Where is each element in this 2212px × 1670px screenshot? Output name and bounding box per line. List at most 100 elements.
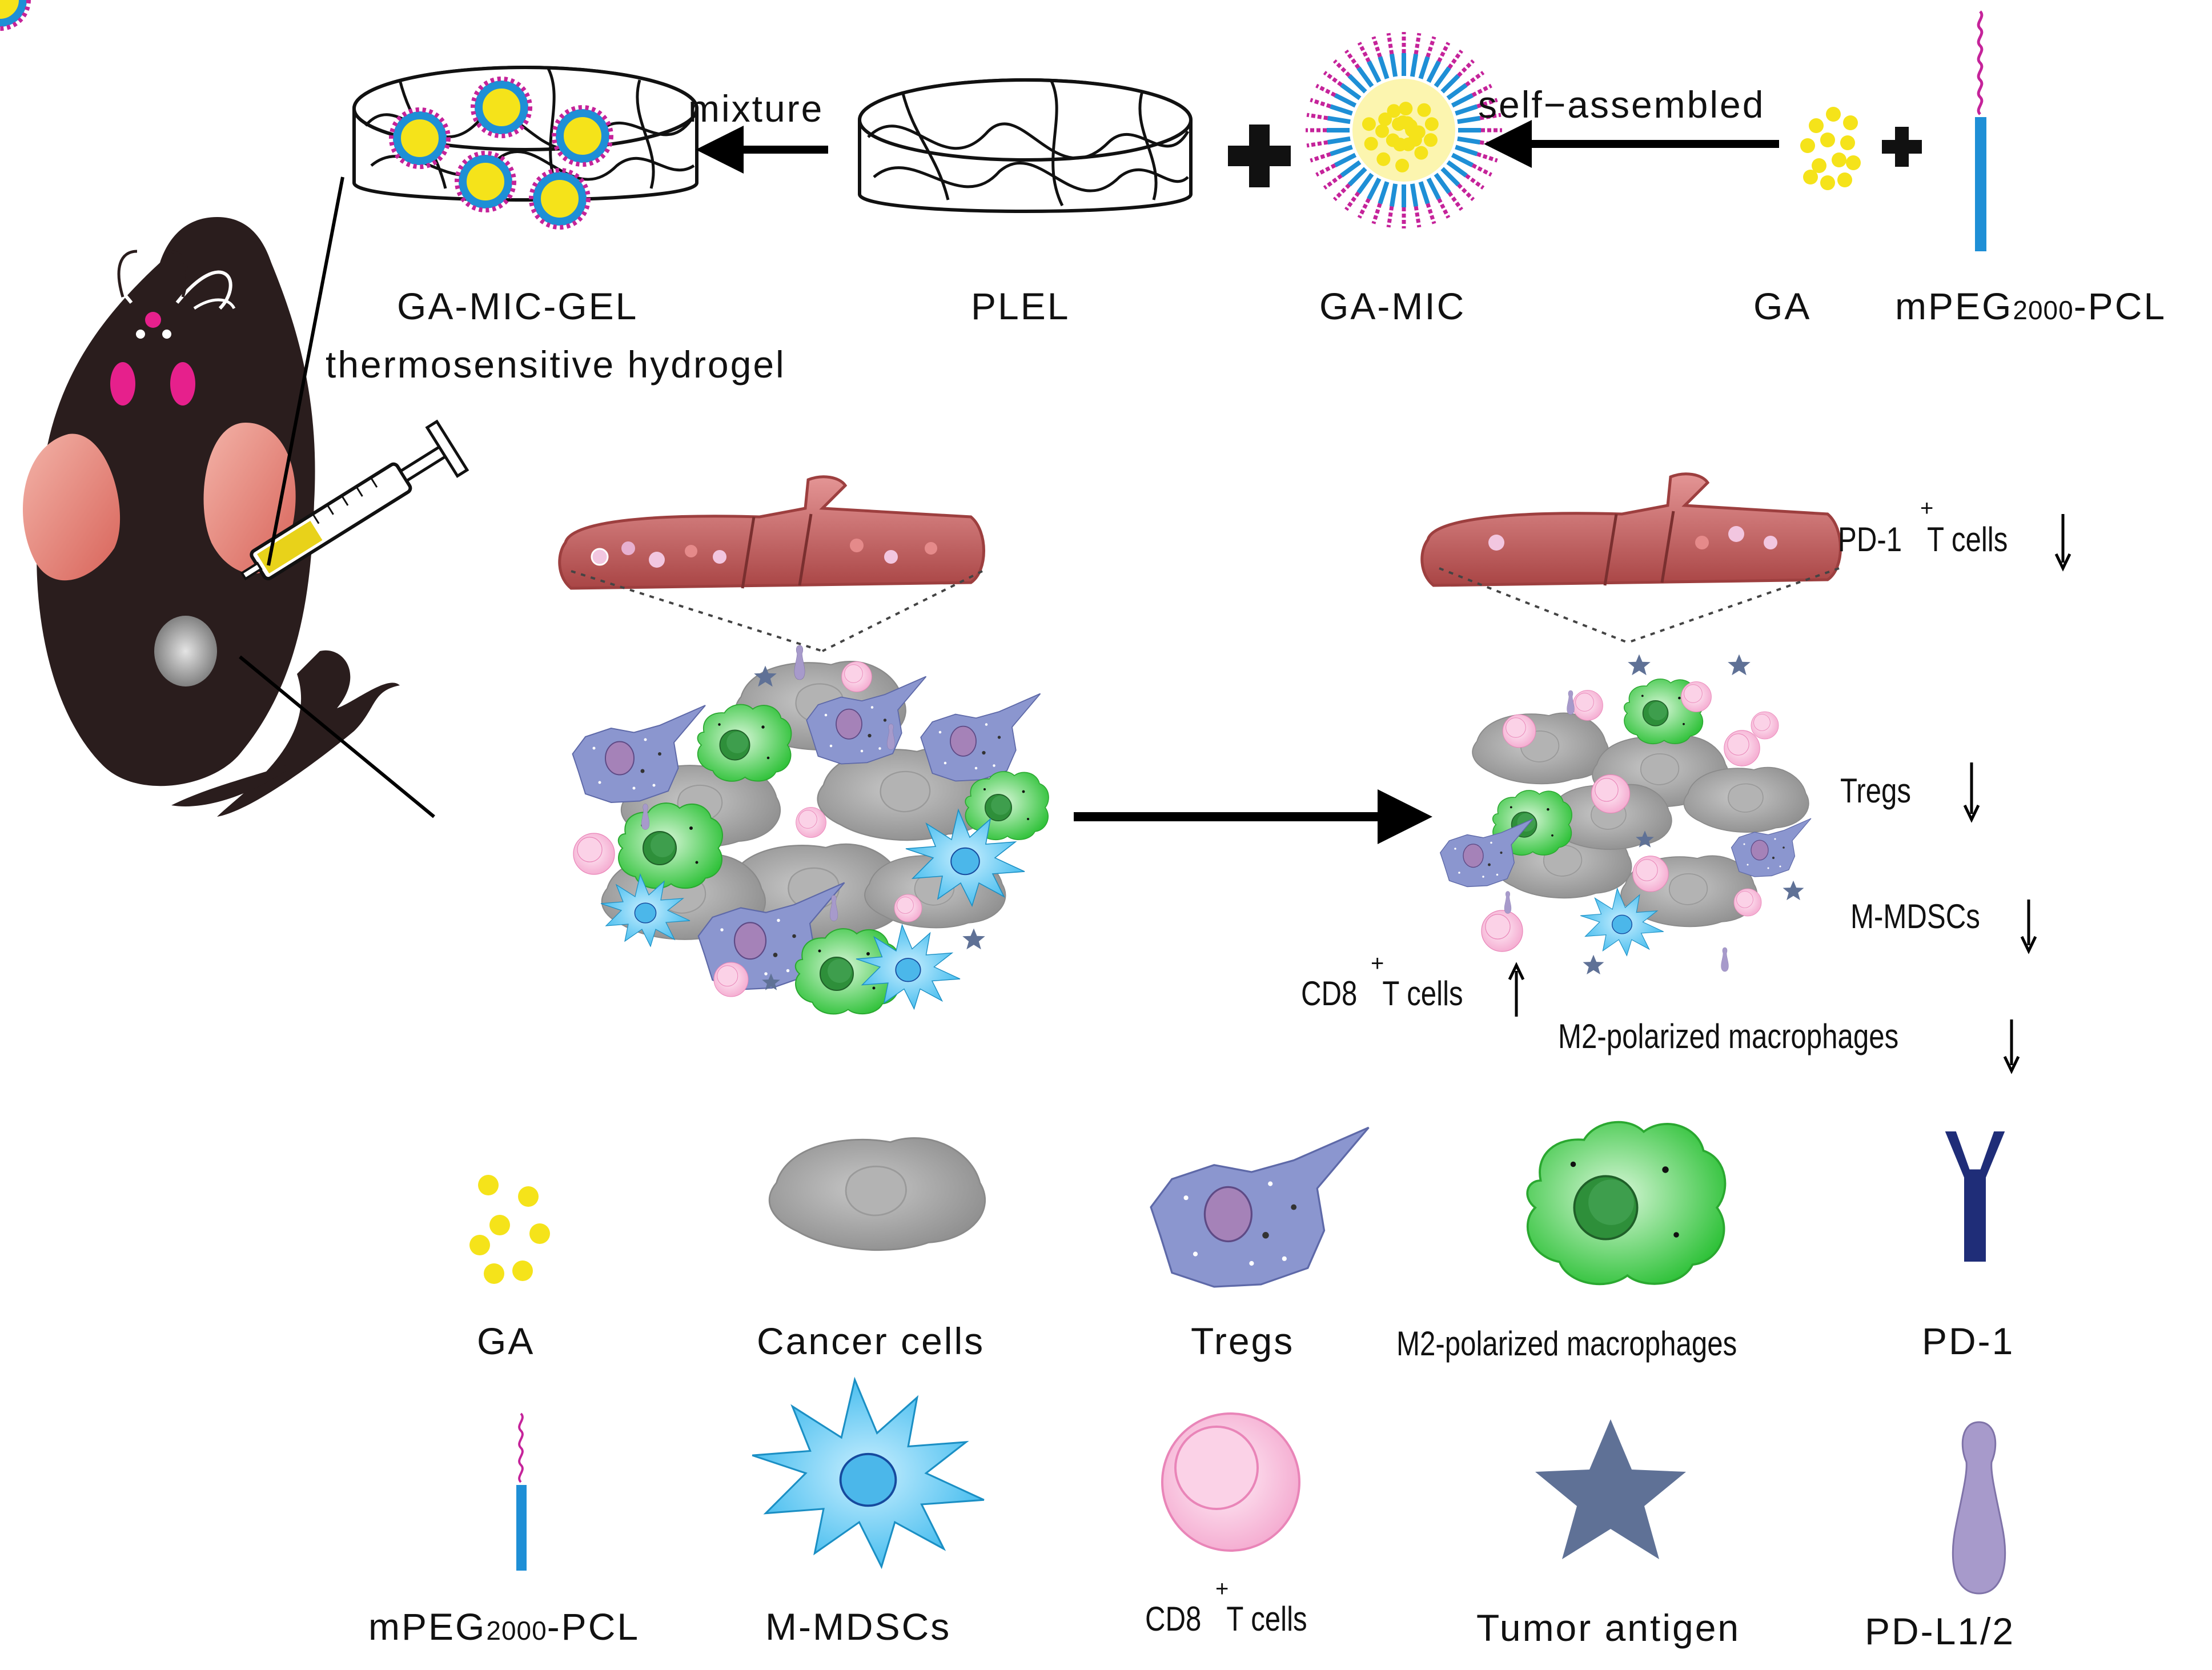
gel-label: GA-MIC-GEL [397, 285, 639, 327]
micelle-peg-segment [1357, 42, 1371, 63]
micelle-pcl-segment [1426, 60, 1441, 83]
micelle-pcl-segment [1455, 144, 1478, 156]
micelle-peg-segment [1315, 163, 1336, 177]
micelle-icon [1306, 32, 1502, 228]
micelle-peg-segment [1476, 152, 1498, 163]
legend-cancer-label: Cancer cells [757, 1320, 985, 1362]
micelle-pcl-segment [1334, 152, 1357, 167]
ga-dot [1820, 133, 1835, 147]
ga-dot [1837, 172, 1852, 187]
micelle-peg-segment [1310, 152, 1331, 163]
pd1-tcells-sup: + [1920, 496, 1934, 521]
ga-dot [1820, 175, 1835, 190]
polymer-label: mPEG2000-PCL [1895, 285, 2167, 327]
micelle-peg-segment [1371, 203, 1382, 224]
plus-icon [1228, 125, 1291, 187]
ga-dot [1411, 125, 1426, 139]
micelle-peg-segment [1476, 98, 1498, 109]
micelle-pcl-segment [1446, 83, 1468, 101]
mic-label: GA-MIC [1319, 285, 1466, 327]
micelle-peg-segment [1344, 191, 1360, 211]
micelle-pcl-segment [1356, 172, 1374, 194]
micelle-pcl-segment [1378, 56, 1390, 79]
ga-dot [469, 1235, 490, 1255]
blood-vessel-right [1420, 472, 1842, 587]
micelle-peg-segment [1465, 71, 1485, 87]
ga-dot [1364, 137, 1378, 151]
micelle-peg-segment [1357, 198, 1371, 219]
legend-pdl-label: PD-L1/2 [1865, 1610, 2016, 1652]
micelle-pcl-segment [1410, 183, 1419, 207]
micelle-pcl-segment [1389, 54, 1398, 77]
ga-dot [1846, 155, 1861, 170]
micelle-pcl-segment [1434, 172, 1451, 194]
legend-polymer-label: mPEG2000-PCL [368, 1605, 640, 1648]
plel-dish-icon [858, 78, 1193, 213]
legend-treg-icon [1150, 1126, 1370, 1288]
micelle-pcl-segment [1410, 54, 1419, 77]
micelle-peg-segment [1456, 183, 1475, 202]
ga-dot [478, 1175, 499, 1195]
connector-line [267, 176, 344, 566]
micelle-pcl-segment [1418, 181, 1430, 204]
micelle-pcl-segment [1340, 160, 1362, 178]
ga-dot [1812, 158, 1826, 173]
plel-label: PLEL [971, 285, 1070, 327]
micelle-pcl-segment [1327, 136, 1351, 145]
micelle-pcl-segment [1367, 60, 1382, 83]
trend-arrows [1508, 514, 2072, 1074]
micelle-pcl-segment [1418, 56, 1430, 79]
tumor-microenvironment-after [1440, 654, 1812, 975]
micelle-peg-segment [1371, 36, 1382, 58]
micelle-peg-segment [1479, 113, 1502, 121]
ga-dot [1414, 146, 1428, 160]
micelle-pcl-segment [1451, 93, 1474, 108]
self-assembled-label: self−assembled [1478, 83, 1765, 126]
ga-dot [489, 1215, 510, 1235]
ga-dot [1376, 152, 1391, 166]
ga-dot [1832, 152, 1846, 167]
legend-cancer-icon [768, 1137, 986, 1251]
micelle-pcl-segment [1356, 66, 1374, 88]
ga-dot [529, 1223, 550, 1244]
micelle-peg-segment [1471, 83, 1492, 97]
legend-antigen-icon [1535, 1419, 1686, 1559]
tregs-effect-label: Tregs [1840, 772, 1911, 810]
micelle-pcl-segment [1347, 74, 1367, 94]
mixture-label: mixture [688, 87, 824, 130]
micelle-pcl-segment [1340, 83, 1362, 101]
micelle-peg-segment [1414, 33, 1422, 55]
syringe-icon [240, 419, 469, 581]
micelle-pcl-segment [1455, 104, 1478, 116]
micelle-peg-segment [1344, 49, 1360, 69]
legend-ga-icon [469, 1175, 550, 1284]
micelle-pcl-segment [1367, 177, 1382, 200]
micelle-peg-segment [1437, 42, 1451, 63]
micelle-pcl-segment [1434, 66, 1451, 88]
legend-macrophage-icon [1526, 1121, 1727, 1286]
micelle-peg-segment [1386, 206, 1394, 228]
legend-polymer-icon [516, 1412, 527, 1571]
legend-antigen-label: Tumor antigen [1476, 1607, 1741, 1649]
micelle-peg-segment [1323, 174, 1343, 190]
micelle-pcl-segment [1440, 167, 1460, 187]
legend-macrophage-label: M2-polarized macrophages [1396, 1324, 1737, 1363]
micelle-peg-segment [1332, 183, 1351, 202]
ga-dot [1800, 138, 1815, 153]
mmdscs-effect-label: M-MDSCs [1850, 897, 1980, 936]
micelle-peg-segment [1426, 36, 1436, 58]
micelle-pcl-segment [1440, 74, 1460, 94]
legend-cd8-icon [1161, 1412, 1300, 1552]
micelle-pcl-segment [1457, 115, 1480, 125]
gel-sublabel: thermosensitive hydrogel [326, 343, 786, 386]
ga-dot [1417, 103, 1431, 117]
micelle-peg-segment [1332, 59, 1351, 78]
micelle-peg-segment [1471, 163, 1492, 177]
micelle-pcl-segment [1330, 104, 1353, 116]
micelle-peg-segment [1437, 198, 1451, 219]
micelle-peg-segment [1456, 59, 1475, 78]
micelle-peg-segment [1306, 140, 1328, 148]
legend-mdsc-label: M-MDSCs [765, 1605, 952, 1648]
micelle-pcl-segment [1327, 115, 1351, 125]
ga-dot [1826, 107, 1841, 122]
